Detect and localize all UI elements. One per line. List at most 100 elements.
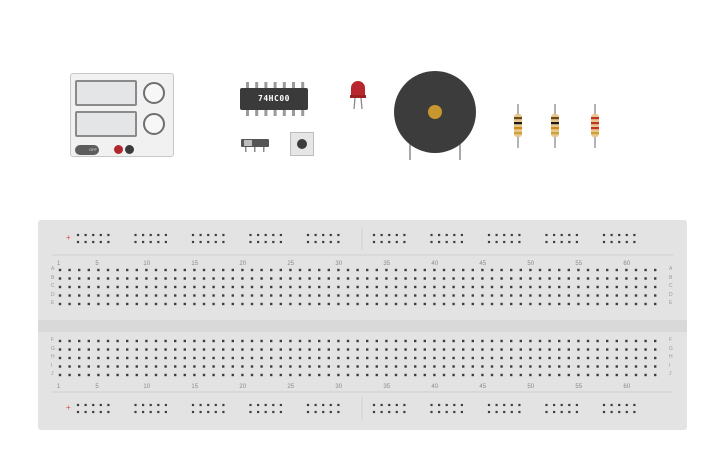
rail-hole bbox=[314, 240, 317, 244]
breadboard-hole bbox=[634, 365, 638, 368]
breadboard-hole bbox=[625, 302, 628, 306]
column-number: 45 bbox=[479, 384, 487, 390]
breadboard-hole bbox=[452, 294, 455, 297]
breadboard-hole bbox=[260, 373, 263, 377]
breadboard-hole bbox=[164, 356, 167, 360]
rail-hole bbox=[518, 403, 521, 407]
breadboard-hole bbox=[375, 339, 378, 343]
breadboard-hole bbox=[558, 302, 561, 306]
breadboard-hole bbox=[327, 339, 330, 343]
rail-hole bbox=[388, 410, 391, 414]
ic-chip[interactable]: 74HC00 bbox=[240, 88, 308, 110]
breadboard-hole bbox=[289, 302, 292, 306]
rail-hole bbox=[503, 233, 506, 237]
breadboard-hole bbox=[231, 285, 234, 289]
breadboard-hole bbox=[145, 277, 148, 280]
breadboard-hole bbox=[241, 339, 244, 343]
rail-hole bbox=[314, 403, 317, 407]
rail-hole bbox=[395, 403, 398, 407]
breadboard-hole bbox=[250, 285, 254, 289]
breadboard-hole bbox=[634, 356, 638, 360]
breadboard-hole bbox=[519, 339, 522, 343]
breadboard-hole bbox=[116, 348, 119, 351]
breadboard-hole bbox=[68, 302, 71, 306]
column-number: 5 bbox=[95, 261, 99, 267]
breadboard-hole bbox=[462, 356, 465, 360]
rail-hole bbox=[633, 233, 636, 237]
breadboard-hole bbox=[644, 294, 647, 297]
rail-hole bbox=[322, 403, 325, 407]
breadboard-hole bbox=[135, 365, 138, 368]
breadboard-hole bbox=[625, 277, 628, 280]
row-label: G bbox=[669, 345, 673, 352]
breadboard-hole bbox=[500, 268, 503, 272]
rail-hole bbox=[337, 410, 340, 414]
breadboard-hole bbox=[135, 339, 138, 343]
breadboard-hole bbox=[404, 348, 407, 351]
breadboard-hole bbox=[577, 285, 580, 289]
breadboard-hole bbox=[654, 365, 657, 368]
slide-switch-handle[interactable] bbox=[244, 140, 252, 146]
breadboard-hole bbox=[481, 339, 484, 343]
rail-hole bbox=[445, 233, 448, 237]
rail-hole bbox=[403, 410, 406, 414]
breadboard-hole bbox=[193, 373, 196, 377]
breadboard-hole bbox=[538, 373, 542, 377]
row-label: D bbox=[51, 291, 55, 298]
rail-hole bbox=[214, 410, 217, 414]
row-label: B bbox=[669, 274, 673, 281]
rail-hole bbox=[329, 233, 332, 237]
rail-hole bbox=[460, 240, 463, 244]
row-label: J bbox=[51, 371, 54, 377]
breadboard-hole bbox=[327, 277, 330, 280]
breadboard-hole bbox=[174, 268, 177, 272]
led[interactable] bbox=[348, 80, 368, 112]
resistor[interactable] bbox=[551, 104, 559, 148]
piezo-buzzer[interactable] bbox=[393, 70, 479, 162]
rail-hole bbox=[568, 410, 571, 414]
column-number: 15 bbox=[191, 384, 199, 390]
current-knob[interactable] bbox=[143, 113, 165, 135]
rail-hole bbox=[618, 410, 621, 414]
breadboard-hole bbox=[183, 356, 186, 360]
resistor[interactable] bbox=[591, 104, 599, 148]
breadboard-hole bbox=[346, 277, 350, 280]
slide-switch[interactable] bbox=[241, 139, 269, 147]
breadboard-hole bbox=[279, 302, 282, 306]
breadboard-hole bbox=[174, 365, 177, 368]
power-supply[interactable]: OFF bbox=[70, 73, 174, 157]
column-number: 30 bbox=[335, 261, 343, 267]
rail-hole bbox=[568, 403, 571, 407]
rail-hole bbox=[207, 240, 210, 244]
breadboard-hole bbox=[68, 294, 71, 297]
resistor-band bbox=[514, 127, 522, 130]
breadboard-hole bbox=[404, 365, 407, 368]
breadboard-hole bbox=[404, 285, 407, 289]
breadboard-hole bbox=[462, 373, 465, 377]
breadboard-hole bbox=[126, 268, 129, 272]
breadboard-hole bbox=[164, 348, 167, 351]
row-label: D bbox=[669, 291, 673, 298]
breadboard-hole bbox=[126, 373, 129, 377]
breadboard-hole bbox=[164, 339, 167, 343]
breadboard-hole bbox=[654, 302, 657, 306]
pushbutton[interactable] bbox=[290, 132, 314, 156]
breadboard-hole bbox=[615, 277, 618, 280]
voltage-knob[interactable] bbox=[143, 82, 165, 104]
breadboard-hole bbox=[452, 268, 455, 272]
breadboard-hole bbox=[279, 285, 282, 289]
resistor[interactable] bbox=[514, 104, 522, 148]
pushbutton-cap[interactable] bbox=[297, 139, 307, 149]
breadboard-hole bbox=[452, 348, 455, 351]
breadboard-hole bbox=[366, 294, 369, 297]
breadboard-hole bbox=[270, 294, 273, 297]
power-switch-button[interactable]: OFF bbox=[75, 145, 99, 155]
rail-hole bbox=[487, 240, 491, 244]
breadboard-hole bbox=[241, 277, 244, 280]
breadboard-hole bbox=[500, 285, 503, 289]
breadboard-hole bbox=[116, 277, 119, 280]
positive-terminal[interactable] bbox=[114, 145, 123, 154]
negative-terminal[interactable] bbox=[125, 145, 134, 154]
